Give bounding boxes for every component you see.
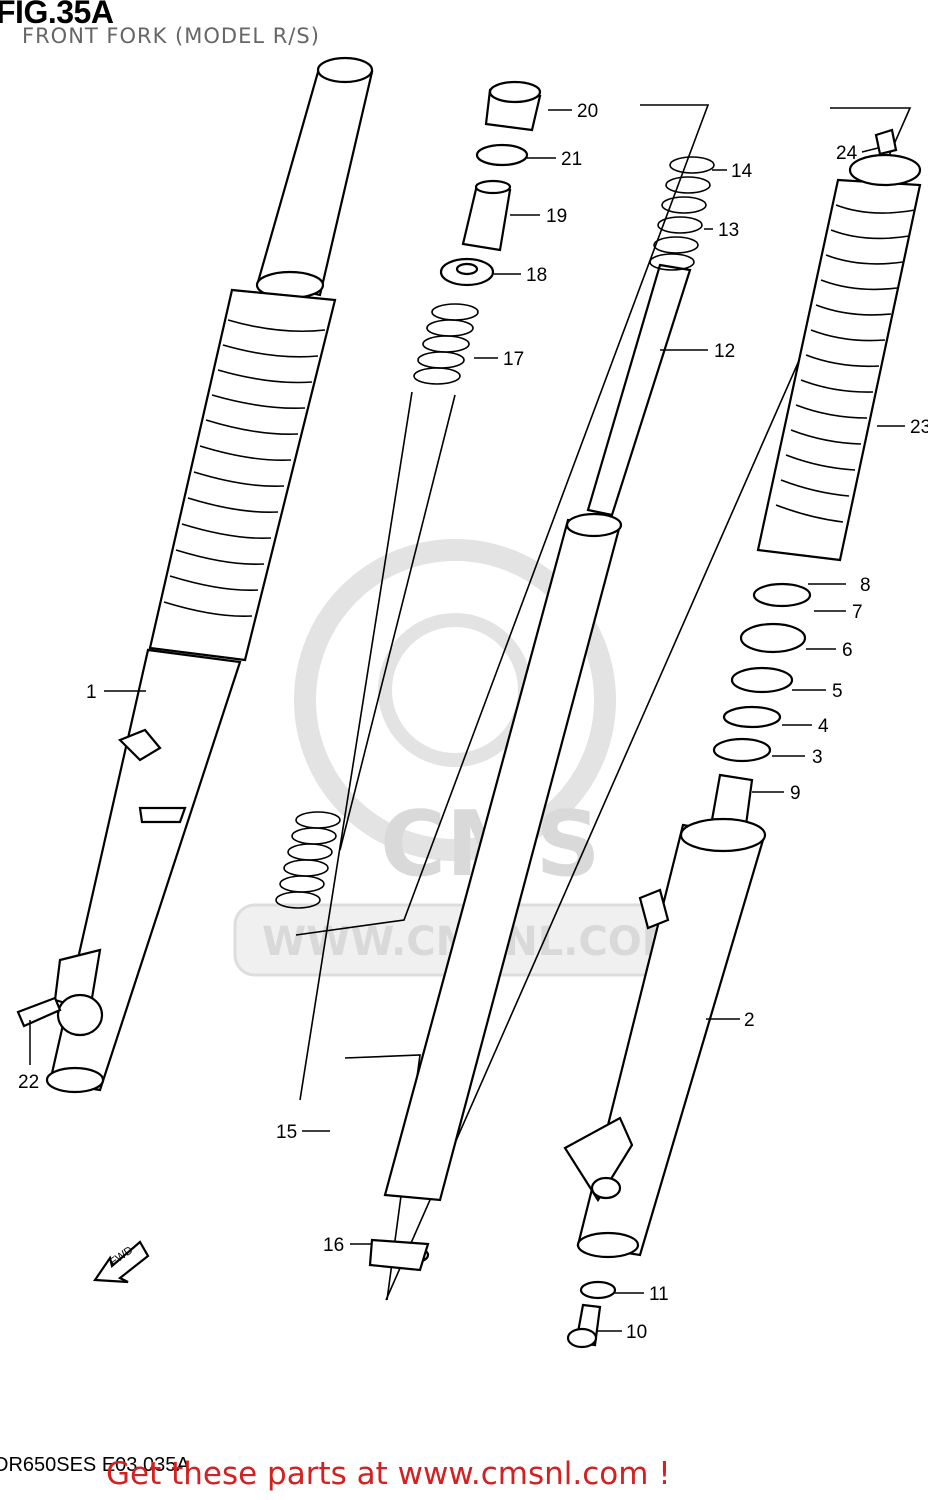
part-18-spring-seat	[439, 257, 495, 287]
part-4-bushing	[722, 705, 782, 729]
promo-link[interactable]: Get these parts at www.cmsnl.com !	[106, 1456, 671, 1492]
part-5-washer	[730, 666, 794, 694]
callout-7: 7	[852, 602, 863, 623]
part-1-outer-tube-left	[45, 56, 374, 1094]
callout-24: 24	[836, 143, 858, 164]
part-3-bushing	[712, 737, 772, 763]
part-12-damper-rod	[344, 107, 912, 1301]
watermark-logo-ring	[294, 539, 616, 861]
callout-5: 5	[832, 681, 843, 702]
callout-11: 11	[649, 1284, 669, 1305]
callout-22: 22	[18, 1072, 39, 1093]
callout-19: 19	[546, 206, 567, 227]
part-7-retainer	[752, 582, 812, 608]
part-21-o-ring	[475, 143, 529, 167]
callout-17: 17	[503, 349, 524, 370]
callout-1: 1	[86, 682, 97, 703]
part-22-bolt	[16, 996, 62, 1028]
part-2-outer-tube-right	[563, 817, 767, 1259]
part-6-oil-seal	[739, 622, 807, 654]
callout-6: 6	[842, 640, 853, 661]
callout-21: 21	[561, 149, 582, 170]
callout-8: 8	[860, 575, 871, 596]
callout-9: 9	[790, 783, 801, 804]
part-20-cap-bolt	[484, 80, 542, 132]
callout-13: 13	[718, 220, 739, 241]
part-24-clamp	[874, 128, 898, 156]
fork-seal-stack	[710, 582, 812, 827]
part-15-inner-tube	[383, 512, 623, 1202]
callout-3: 3	[812, 747, 823, 768]
figure-subtitle: FRONT FORK (MODEL R/S)	[22, 24, 320, 48]
fwd-arrow: FWD	[92, 1240, 150, 1284]
part-17-spring-group	[275, 104, 710, 1101]
part-10-drain-bolt	[566, 1303, 602, 1349]
figure-title: FIG.35A	[0, 0, 114, 30]
callout-10: 10	[626, 1322, 647, 1343]
callout-14: 14	[731, 161, 753, 182]
part-9-oil-lock	[710, 773, 754, 827]
leader-lines	[29, 109, 905, 1332]
callout-16: 16	[323, 1235, 344, 1256]
drawing-code: DR650SES E03 035A	[0, 1454, 190, 1476]
part-11-gasket	[579, 1280, 617, 1300]
callout-12: 12	[714, 341, 735, 362]
callout-2: 2	[744, 1010, 755, 1031]
part-16-bushing	[368, 1238, 430, 1272]
part-23-boot	[756, 153, 922, 562]
callout-20: 20	[577, 101, 598, 122]
callout-23: 23	[910, 417, 928, 438]
callout-15: 15	[276, 1122, 297, 1143]
callout-4: 4	[818, 716, 829, 737]
part-19-spacer	[461, 179, 512, 252]
callout-labels: 1 2 3 4 5 6 7 8 9 10 11 12 13 14 15 16 1…	[18, 101, 928, 1343]
callout-18: 18	[526, 265, 547, 286]
